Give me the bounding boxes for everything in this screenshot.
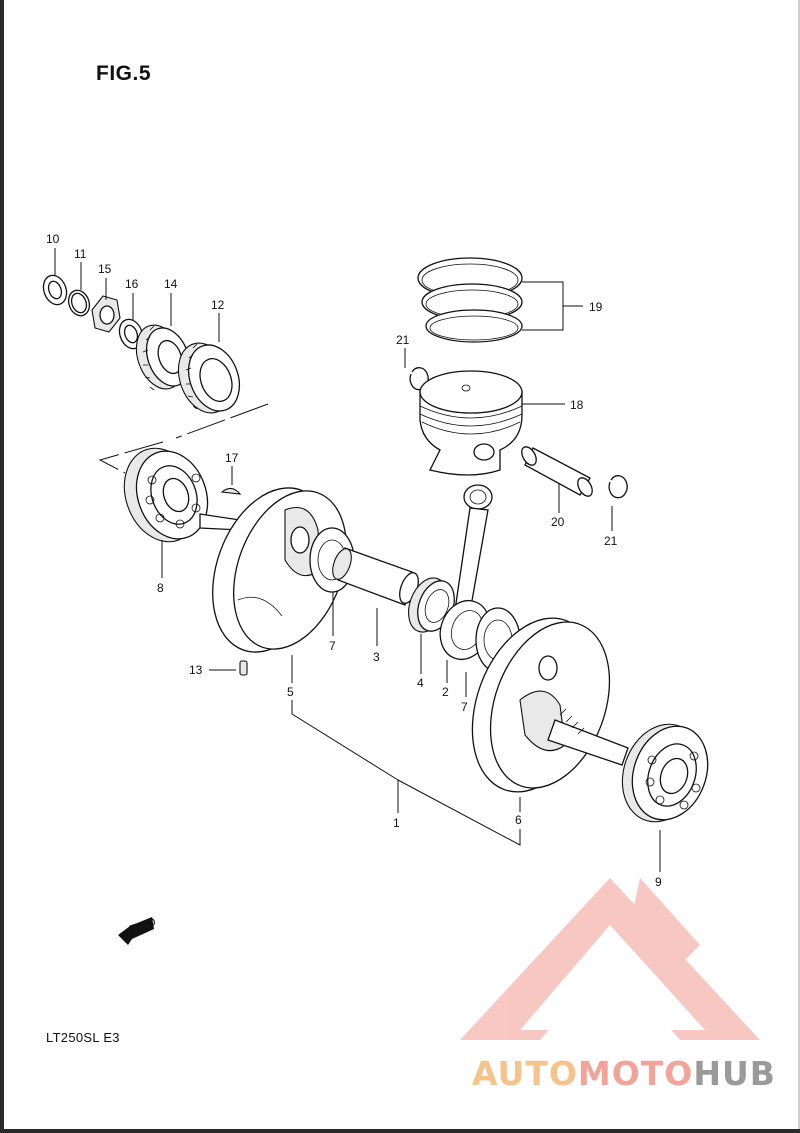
callout-6: 6 — [515, 813, 522, 827]
callout-16: 16 — [125, 277, 139, 291]
part-crankshaft-right-6 — [471, 617, 629, 793]
callout-21-right: 21 — [604, 534, 618, 548]
scan-edge-bottom — [0, 1129, 800, 1133]
callout-7-left: 7 — [329, 639, 336, 653]
part-pin-13 — [239, 660, 248, 676]
part-bearing-9 — [621, 723, 709, 823]
model-code: LT250SL E3 — [46, 1030, 120, 1045]
callout-14: 14 — [164, 277, 178, 291]
callout-15: 15 — [98, 262, 112, 276]
callout-8: 8 — [157, 581, 164, 595]
part-oil-seal-10 — [42, 274, 68, 306]
callout-1: 1 — [393, 816, 400, 830]
part-key-17 — [220, 487, 242, 495]
fwd-arrow-icon: FWD — [118, 914, 158, 945]
callout-17: 17 — [225, 451, 239, 465]
part-bearing-8 — [123, 447, 209, 543]
watermark-logo — [460, 878, 760, 1040]
scan-edge-right — [798, 0, 800, 1133]
part-gear-12 — [177, 342, 241, 414]
part-circlip-11 — [67, 289, 91, 317]
callout-11: 11 — [74, 247, 87, 261]
part-piston-rings-19 — [417, 257, 523, 343]
callout-7-right: 7 — [461, 700, 468, 714]
callout-21-left: 21 — [396, 333, 410, 347]
watermark-hub: HUB — [693, 1054, 776, 1093]
callout-13: 13 — [189, 663, 203, 677]
callout-12: 12 — [211, 298, 225, 312]
callout-18: 18 — [570, 398, 584, 412]
callout-labels: 10 11 15 16 14 12 19 21 18 17 20 21 8 7 … — [46, 232, 662, 889]
watermark-moto: MOTO — [577, 1054, 694, 1093]
part-circlip-21-right — [608, 475, 628, 499]
leader-lines — [54, 248, 661, 872]
watermark-auto: AUTO — [472, 1054, 578, 1093]
part-piston-18 — [419, 370, 523, 476]
part-piston-pin-20 — [521, 446, 593, 497]
callout-2: 2 — [442, 685, 449, 699]
watermark-text: AUTOMOTOHUB — [472, 1054, 776, 1093]
part-nut-15 — [91, 295, 121, 333]
callout-4: 4 — [417, 676, 424, 690]
callout-3: 3 — [373, 650, 380, 664]
callout-19: 19 — [589, 300, 603, 314]
figure-title: FIG.5 — [96, 62, 152, 85]
scan-edge-left — [0, 0, 4, 1133]
callout-9: 9 — [655, 875, 662, 889]
part-crankshaft-left-5 — [199, 487, 347, 653]
callout-20: 20 — [551, 515, 565, 529]
part-crankpin-3 — [332, 547, 419, 606]
callout-5: 5 — [287, 685, 294, 699]
callout-10: 10 — [46, 232, 60, 246]
